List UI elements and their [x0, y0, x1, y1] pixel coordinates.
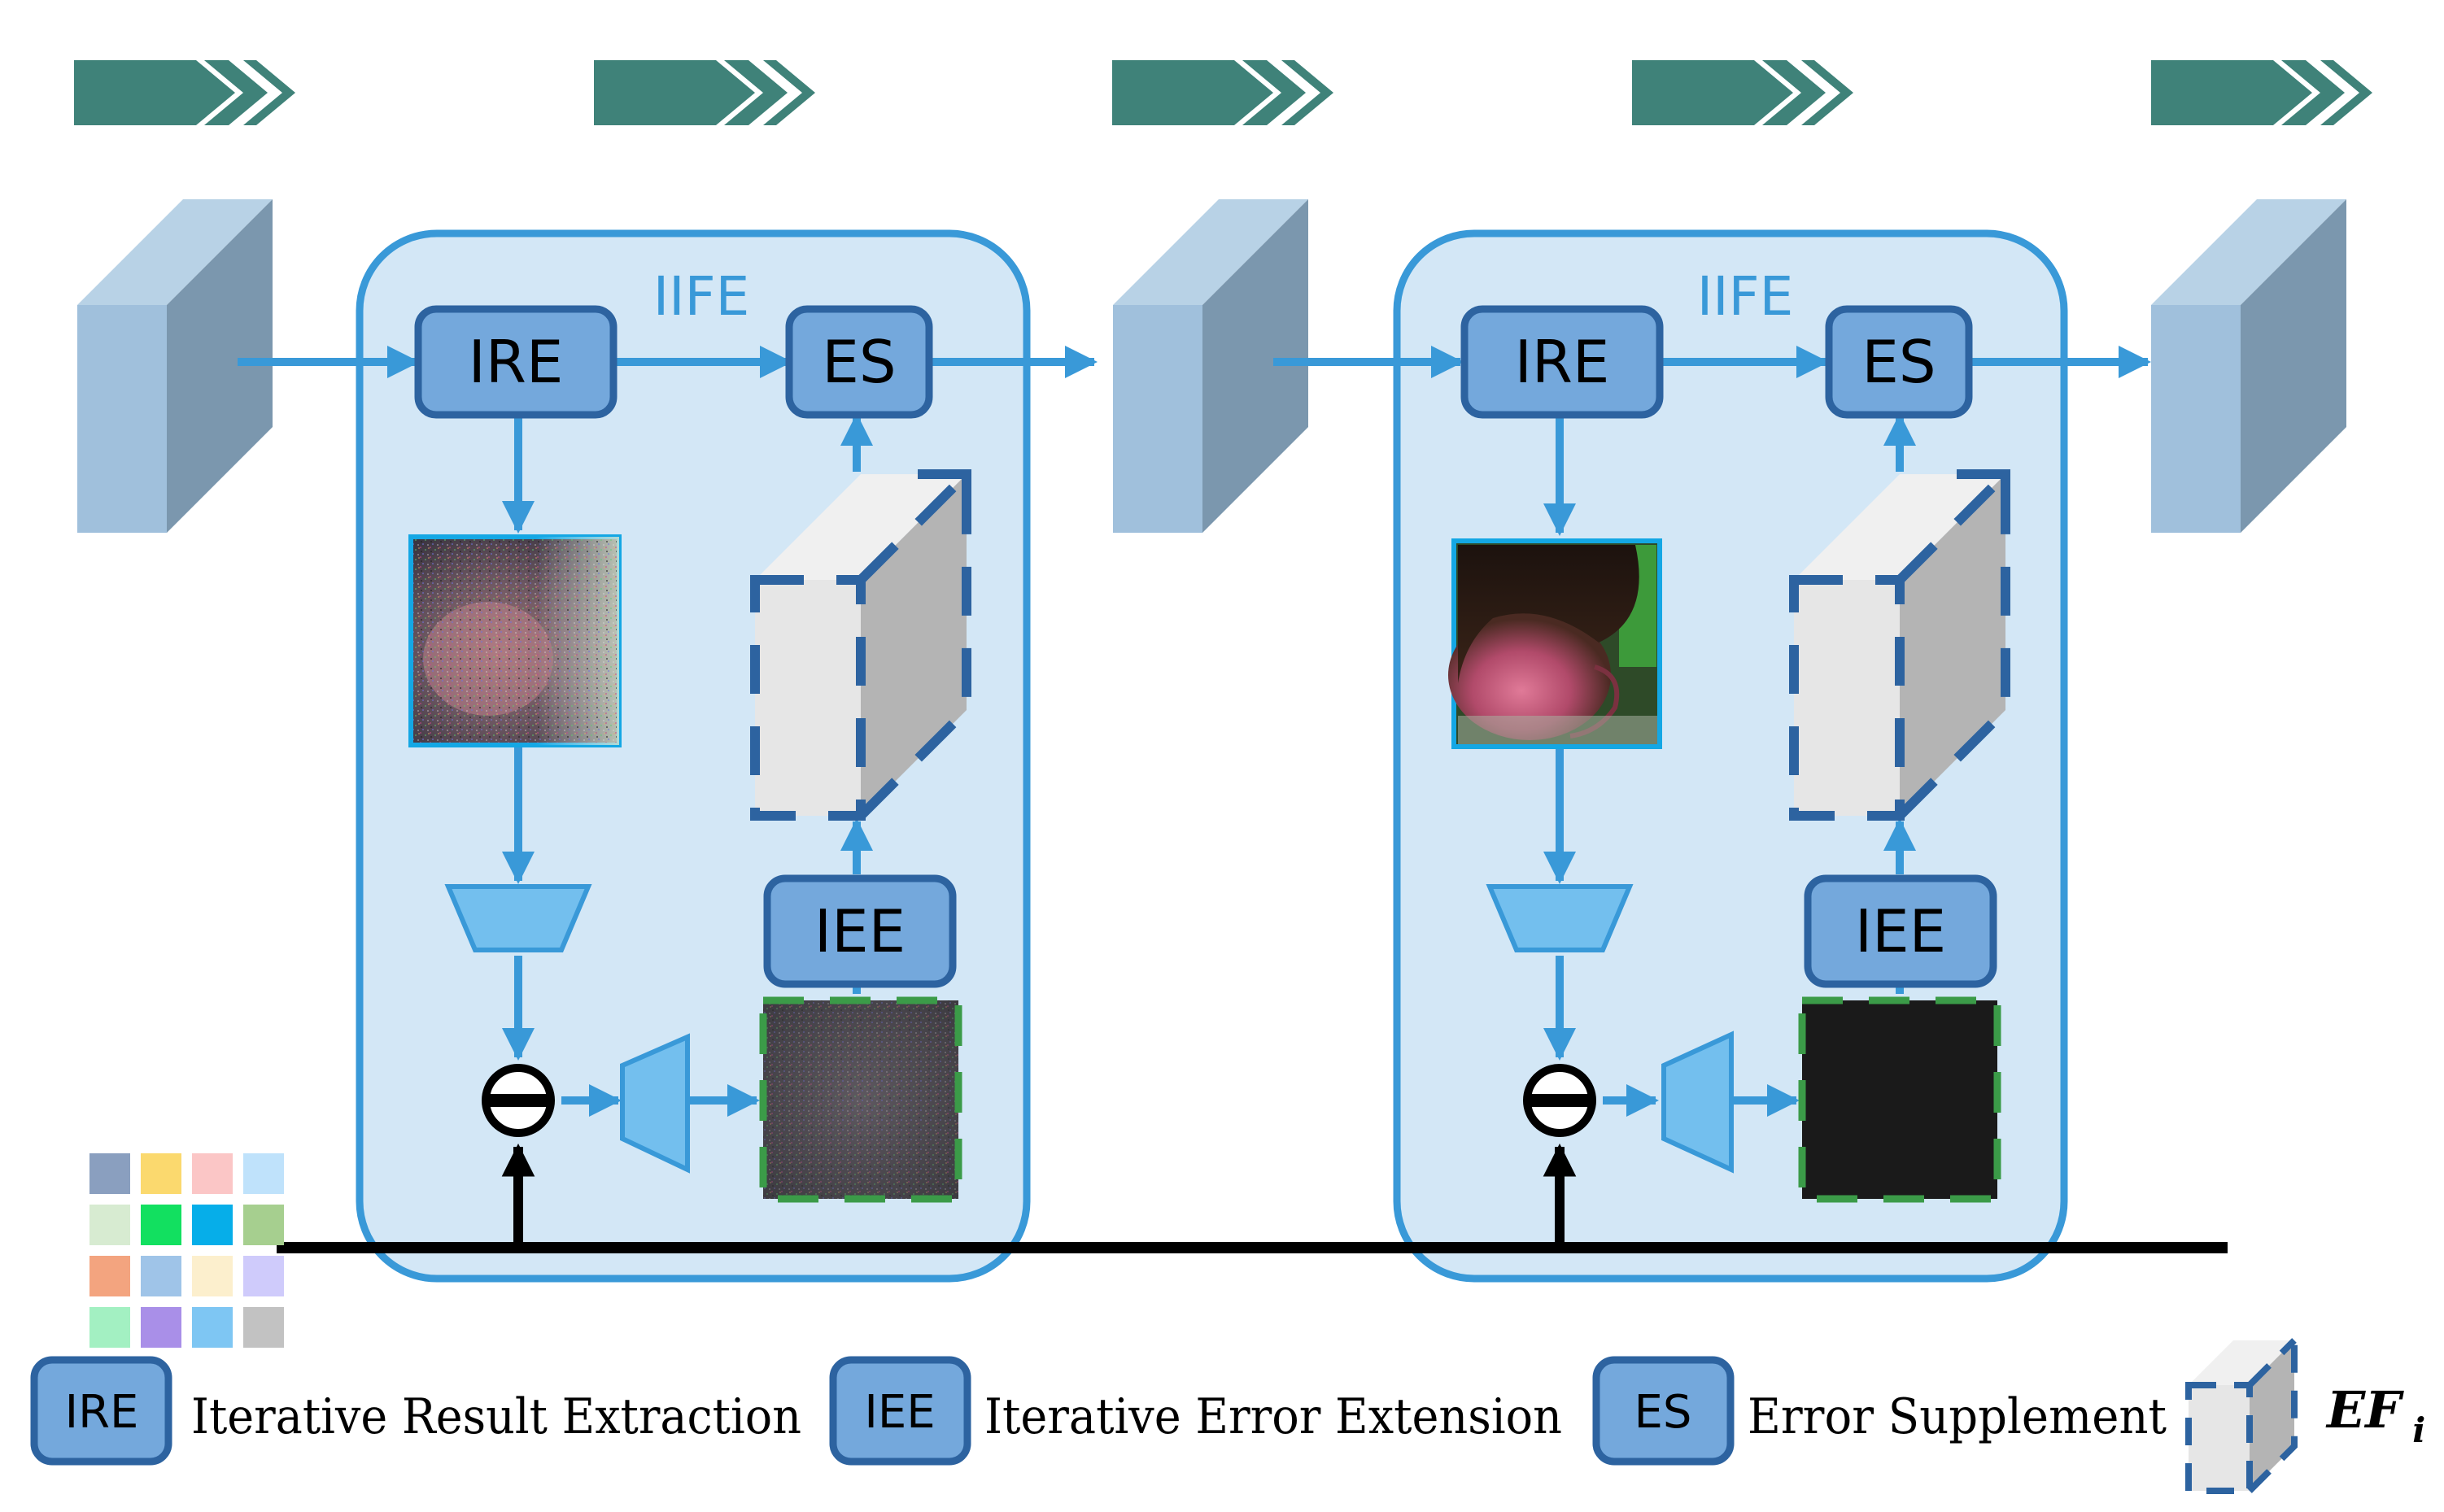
input-bus [277, 1143, 2228, 1253]
double-chevron-icon [1112, 60, 1333, 125]
palette-tile [243, 1205, 284, 1245]
palette-tile [243, 1307, 284, 1348]
palette-tile [89, 1205, 130, 1245]
iee-module [1804, 874, 1997, 988]
iee-module [763, 874, 957, 988]
palette-tile [89, 1153, 130, 1194]
palette-tile [243, 1256, 284, 1296]
legend: IRE Iterative Result Extraction IEE Iter… [30, 1338, 2425, 1494]
legend-es-box [1592, 1356, 1735, 1466]
feature-cube-icon [1113, 199, 1308, 533]
palette-tile [192, 1205, 233, 1245]
intermediate-result-image [1448, 538, 1662, 749]
legend-ire-box [30, 1356, 172, 1466]
trapezoid-encoder-icon [1486, 884, 1634, 952]
legend-es-text: Error Supplement [1748, 1388, 2167, 1445]
legend-iee-abbr: IEE [864, 1386, 935, 1439]
ire-module [1460, 305, 1664, 419]
double-chevron-icon [594, 60, 815, 125]
legend-ire-text: Iterative Result Extraction [191, 1388, 801, 1445]
legend-iee-box [829, 1356, 971, 1466]
input-image-palette [89, 1153, 284, 1348]
chevron-row [74, 60, 2372, 125]
feature-cube-icon [2151, 199, 2346, 533]
ire-label: IRE [469, 328, 564, 396]
es-label: ES [1861, 328, 1936, 396]
legend-ef-subscript: i [2412, 1410, 2425, 1450]
palette-tile [192, 1256, 233, 1296]
residual-error-image [759, 996, 962, 1203]
iife-panel-2: IIFE IRE ES [1273, 229, 2151, 1283]
palette-tile [89, 1256, 130, 1296]
residual-error-image [1798, 996, 2001, 1203]
double-chevron-icon [2151, 60, 2372, 125]
palette-tile [192, 1153, 233, 1194]
minus-circle-icon [482, 1064, 555, 1137]
intermediate-result-image [408, 534, 622, 747]
trapezoid-decoder-icon [620, 1033, 690, 1174]
dashed-error-cube-icon [2185, 1338, 2298, 1494]
dashed-error-cube-icon [1789, 469, 2010, 821]
palette-tile [141, 1205, 181, 1245]
dashed-error-cube-icon [750, 469, 971, 821]
legend-ef-symbol: EF [2325, 1380, 2404, 1440]
double-chevron-icon [1632, 60, 1853, 125]
trapezoid-decoder-icon [1661, 1031, 1734, 1174]
palette-tile [141, 1153, 181, 1194]
es-label: ES [822, 328, 896, 396]
panel-title: IIFE [653, 265, 750, 328]
double-chevron-icon [74, 60, 295, 125]
es-module [785, 305, 933, 419]
ire-label: IRE [1515, 328, 1610, 396]
es-module [1825, 305, 1973, 419]
legend-iee-text: Iterative Error Extension [984, 1388, 1562, 1445]
palette-tile [141, 1307, 181, 1348]
legend-ire-abbr: IRE [65, 1386, 139, 1439]
palette-tile [89, 1307, 130, 1348]
palette-tile [141, 1256, 181, 1296]
minus-circle-icon [1523, 1064, 1596, 1137]
feature-cube-icon [77, 199, 273, 533]
iee-label: IEE [814, 897, 906, 965]
panel-title: IIFE [1697, 265, 1794, 328]
iee-label: IEE [1855, 897, 1946, 965]
iife-panel-1: IIFE IRE ES [238, 229, 1098, 1283]
palette-tile [243, 1153, 284, 1194]
legend-es-abbr: ES [1634, 1386, 1692, 1439]
ire-module [414, 305, 618, 419]
trapezoid-encoder-icon [444, 884, 592, 952]
palette-tile [192, 1307, 233, 1348]
